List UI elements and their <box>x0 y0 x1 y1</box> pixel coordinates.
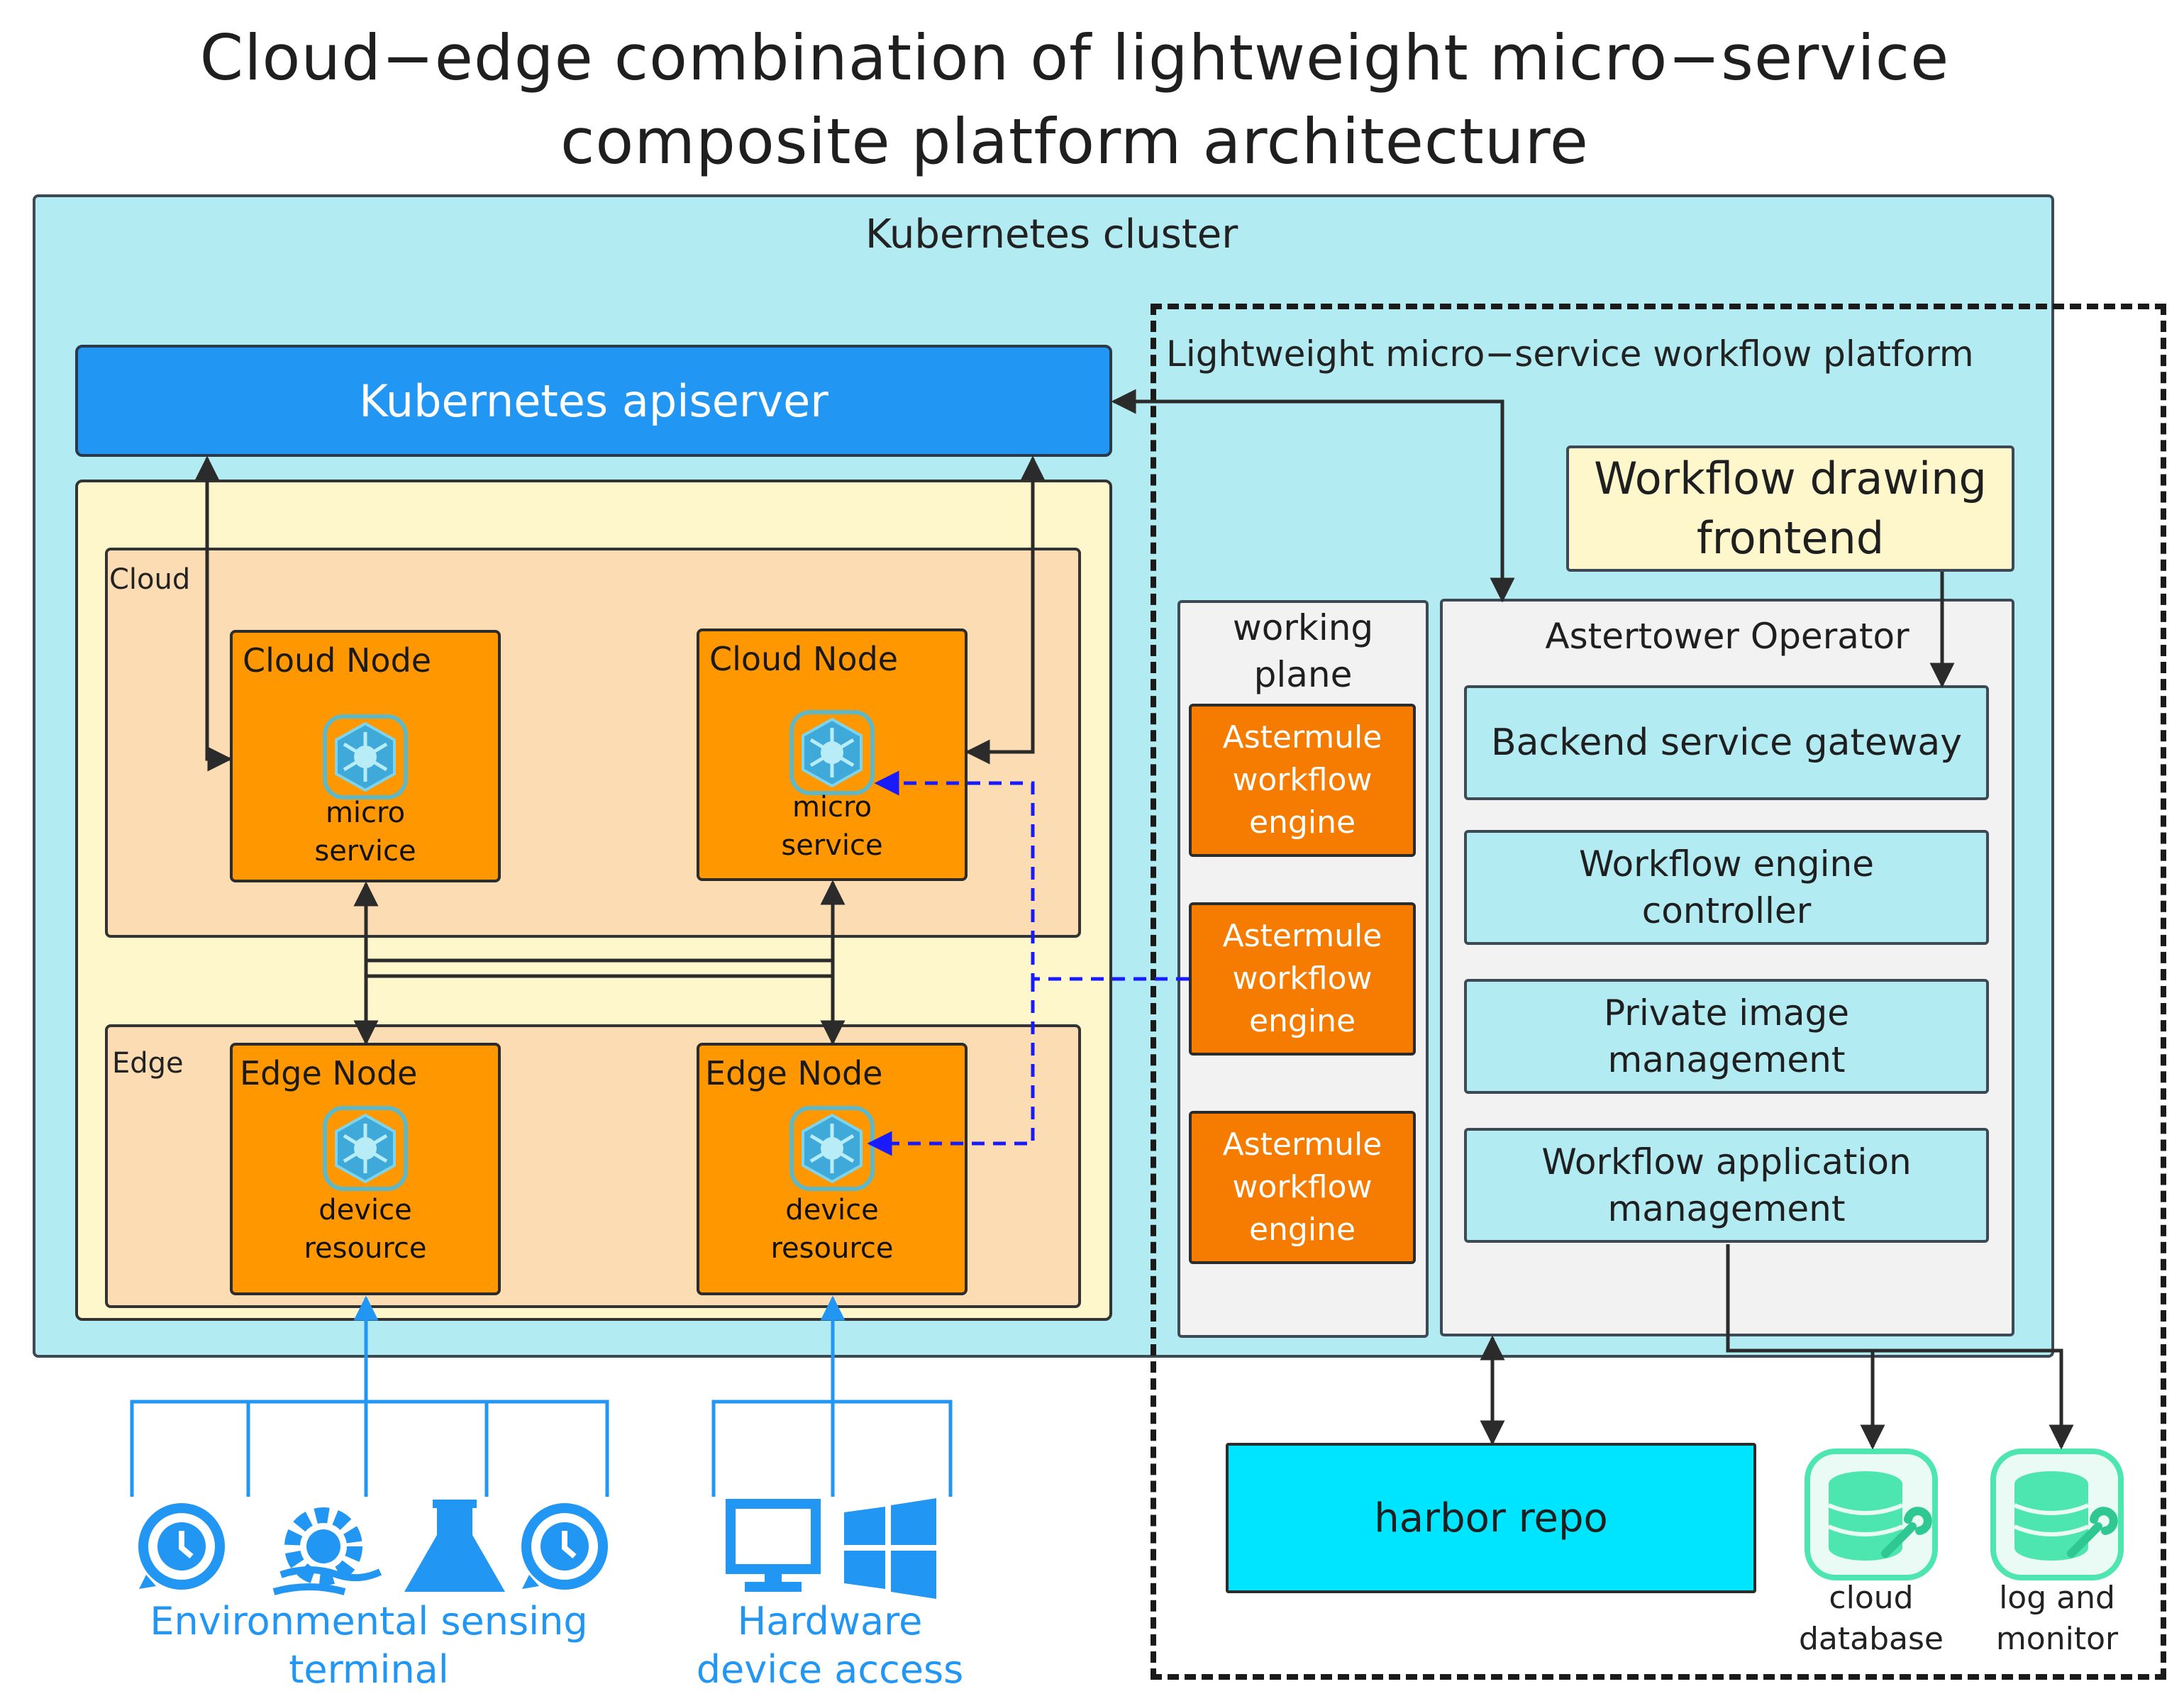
edge-node-title: Edge Node <box>240 1054 418 1092</box>
cloud-node-title: Cloud Node <box>709 640 899 678</box>
log-monitor-line1: log and <box>1999 1580 2115 1616</box>
edge-node-sub1: device <box>318 1194 412 1226</box>
edge-node-sub2: resource <box>304 1232 427 1265</box>
monitor-icon <box>726 1499 821 1592</box>
cloud-database-label: cloud database <box>1765 1578 1978 1660</box>
hardware-device-icons <box>726 1498 936 1599</box>
engine-line1: Astermule <box>1222 918 1382 954</box>
clock-sync-icon <box>138 1503 225 1590</box>
engine-line3: engine <box>1248 1212 1356 1248</box>
app-mgmt-log-monitor-link <box>1726 1244 2074 1450</box>
kubernetes-cluster-label: Kubernetes cluster <box>865 211 1238 257</box>
working-plane-label: working plane <box>1177 604 1429 698</box>
cloud-node-sub2: service <box>314 835 416 868</box>
gear-wind-icon <box>272 1507 382 1595</box>
microservice-icon <box>789 710 875 795</box>
engine-edge-node-dispatch <box>867 979 1035 1156</box>
engine-line2: workflow <box>1232 762 1373 798</box>
edge-node-title: Edge Node <box>705 1054 883 1092</box>
cloud-database-line1: cloud <box>1829 1580 1914 1616</box>
microservice-icon <box>323 714 408 799</box>
cloud-node-sub1: micro <box>325 797 406 829</box>
working-plane-label-line1: working <box>1232 607 1374 648</box>
module-line2: management <box>1607 1188 1846 1229</box>
environmental-line1: Environmental sensing <box>150 1599 588 1644</box>
apiserver-cloud-node-2-link <box>965 455 1046 765</box>
working-plane-label-line2: plane <box>1253 654 1353 695</box>
backend-service-gateway: Backend service gateway <box>1464 685 1989 800</box>
workflow-drawing-frontend: Workflow drawing frontend <box>1566 445 2014 572</box>
environmental-sensing-icons <box>138 1500 608 1595</box>
flask-icon <box>404 1500 505 1592</box>
edge-node-sub1: device <box>785 1194 879 1226</box>
astermule-engine-3: Astermule workflow engine <box>1189 1111 1416 1264</box>
cloud-node-2: Cloud Node micro service <box>697 628 968 881</box>
edge-node-sub2: resource <box>770 1232 894 1265</box>
device-resource-icon <box>323 1106 408 1191</box>
engine-line1: Astermule <box>1222 1126 1382 1163</box>
apiserver-cloud-node-1-link <box>194 455 233 772</box>
apiserver-operator-link <box>1111 389 1515 603</box>
cloud-database-line2: database <box>1799 1621 1944 1657</box>
windows-icon <box>844 1498 936 1599</box>
workflow-platform-region <box>1151 304 2166 1680</box>
hardware-line1: Hardware <box>737 1599 923 1644</box>
log-monitor-icon <box>1990 1449 2124 1580</box>
workflow-engine-controller: Workflow engine controller <box>1464 830 1989 945</box>
cloud-node-sub1: micro <box>792 791 872 824</box>
cloud-region-label: Cloud <box>109 563 191 596</box>
module-line1: Workflow application <box>1541 1141 1912 1182</box>
engine-line1: Astermule <box>1222 719 1382 755</box>
cloud-node-sub2: service <box>781 829 883 862</box>
log-monitor-label: log and monitor <box>1951 1578 2163 1660</box>
astermule-engine-2: Astermule workflow engine <box>1189 902 1416 1056</box>
module-line1: Workflow engine <box>1578 843 1874 885</box>
edge-node-2: Edge Node device resource <box>697 1043 968 1295</box>
clock-sync-icon <box>521 1503 608 1590</box>
private-image-management: Private image management <box>1464 979 1989 1094</box>
env-terminal-bus <box>130 1400 609 1497</box>
frontend-line2: frontend <box>1696 512 1885 564</box>
cloud-database-icon <box>1805 1449 1938 1580</box>
workflow-platform-label: Lightweight micro−service workflow platf… <box>1166 333 1974 375</box>
environmental-sensing-label: Environmental sensing terminal <box>106 1597 631 1694</box>
module-line2: management <box>1607 1039 1846 1080</box>
diagram-title-line2: composite platform architecture <box>560 105 1589 178</box>
engine-line2: workflow <box>1232 960 1373 997</box>
hardware-device-label: Hardware device access <box>667 1597 993 1694</box>
engine-line3: engine <box>1248 1003 1356 1039</box>
engine-cloud-node-dispatch <box>874 770 1189 981</box>
edge-region-label: Edge <box>112 1047 184 1080</box>
log-monitor-line2: monitor <box>1995 1621 2119 1657</box>
astermule-engine-1: Astermule workflow engine <box>1189 704 1416 857</box>
cloud-node-1: Cloud Node micro service <box>230 630 501 882</box>
harbor-repo: harbor repo <box>1226 1443 1756 1593</box>
edge-node-1: Edge Node device resource <box>230 1043 501 1295</box>
engine-line2: workflow <box>1232 1169 1373 1205</box>
astertower-operator-label: Astertower Operator <box>1545 616 1909 657</box>
workflow-application-management: Workflow application management <box>1464 1128 1989 1243</box>
engine-line3: engine <box>1248 804 1356 841</box>
diagram-title-line1: Cloud−edge combination of lightweight mi… <box>199 21 1950 94</box>
kubernetes-apiserver: Kubernetes apiserver <box>75 345 1112 457</box>
frontend-line1: Workflow drawing <box>1594 453 1987 504</box>
module-line2: controller <box>1641 890 1812 931</box>
hardware-line2: device access <box>696 1647 964 1692</box>
env-terminal-drops <box>246 1402 489 1497</box>
module-line1: Private image <box>1604 992 1849 1034</box>
cloud-node-title: Cloud Node <box>243 641 432 680</box>
environmental-line2: terminal <box>289 1647 449 1692</box>
